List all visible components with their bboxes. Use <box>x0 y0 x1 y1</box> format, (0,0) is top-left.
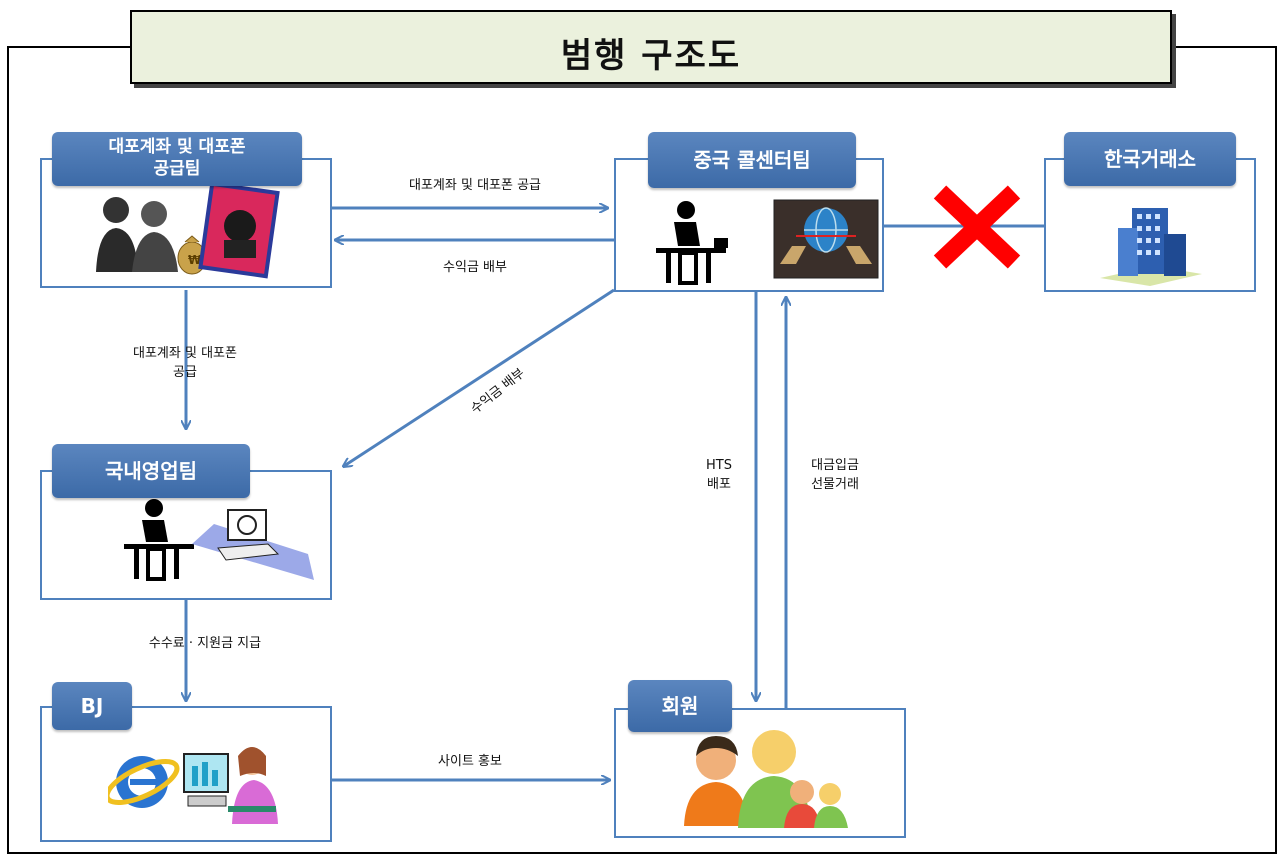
bj-label: BJ <box>80 694 104 718</box>
callcenter-label: 중국 콜센터팀 <box>693 148 811 172</box>
edge-label-callcenter-to-supply: 수익금 배부 <box>443 260 507 275</box>
blocked-x-icon <box>933 185 1021 269</box>
edge-label-supply-to-domestic-line2: 공급 <box>173 365 197 380</box>
title-box: 범행 구조도 <box>130 10 1172 84</box>
edge-label-hts-line1: HTS <box>706 458 732 473</box>
building-icon <box>1100 208 1202 286</box>
domestic-team-label: 국내영업팀 <box>105 459 197 483</box>
supply-team-tab: 대포계좌 및 대포폰 공급팀 <box>52 132 302 186</box>
edge-label-supply-to-domestic-line1: 대포계좌 및 대포폰 <box>133 346 237 361</box>
edge-label-deposit: 대금입금 선물거래 <box>790 456 880 494</box>
desk-person-icon <box>124 499 194 581</box>
callcenter-tab: 중국 콜센터팀 <box>648 132 856 188</box>
domestic-team-tab: 국내영업팀 <box>52 444 250 498</box>
edge-label-hts: HTS 배포 <box>694 456 744 494</box>
arrow-callcenter-to-domestic <box>344 288 615 466</box>
supply-team-label-line1: 대포계좌 및 대포폰 <box>108 137 246 157</box>
people-money-icon: ₩ <box>96 197 207 275</box>
edge-label-domestic-to-bj: 수수료 · 지원금 지급 <box>148 636 262 651</box>
exchange-label: 한국거래소 <box>1104 147 1196 171</box>
exchange-tab: 한국거래소 <box>1064 132 1236 186</box>
svg-text:₩: ₩ <box>188 253 202 267</box>
computer-desk-icon <box>192 509 314 580</box>
edge-label-deposit-line2: 선물거래 <box>811 477 859 492</box>
member-tab: 회원 <box>628 680 732 732</box>
woman-computer-icon <box>183 747 278 824</box>
edge-label-bj-to-member: 사이트 홍보 <box>438 754 502 769</box>
desk-person-icon <box>656 201 728 285</box>
edge-label-supply-to-callcenter: 대포계좌 및 대포폰 공급 <box>409 178 541 193</box>
diagram-title: 범행 구조도 <box>560 36 742 76</box>
globe-computers-icon <box>773 199 879 279</box>
supply-team-label-line2: 공급팀 <box>153 159 201 179</box>
ie-icon <box>108 756 180 808</box>
phone-card-icon <box>198 182 280 279</box>
edge-label-supply-to-domestic: 대포계좌 및 대포폰 공급 <box>90 344 280 382</box>
bj-tab: BJ <box>52 682 132 730</box>
users-group-icon <box>684 730 848 828</box>
edge-label-hts-line2: 배포 <box>707 477 731 492</box>
member-label: 회원 <box>661 694 699 718</box>
edge-label-deposit-line1: 대금입금 <box>811 458 859 473</box>
